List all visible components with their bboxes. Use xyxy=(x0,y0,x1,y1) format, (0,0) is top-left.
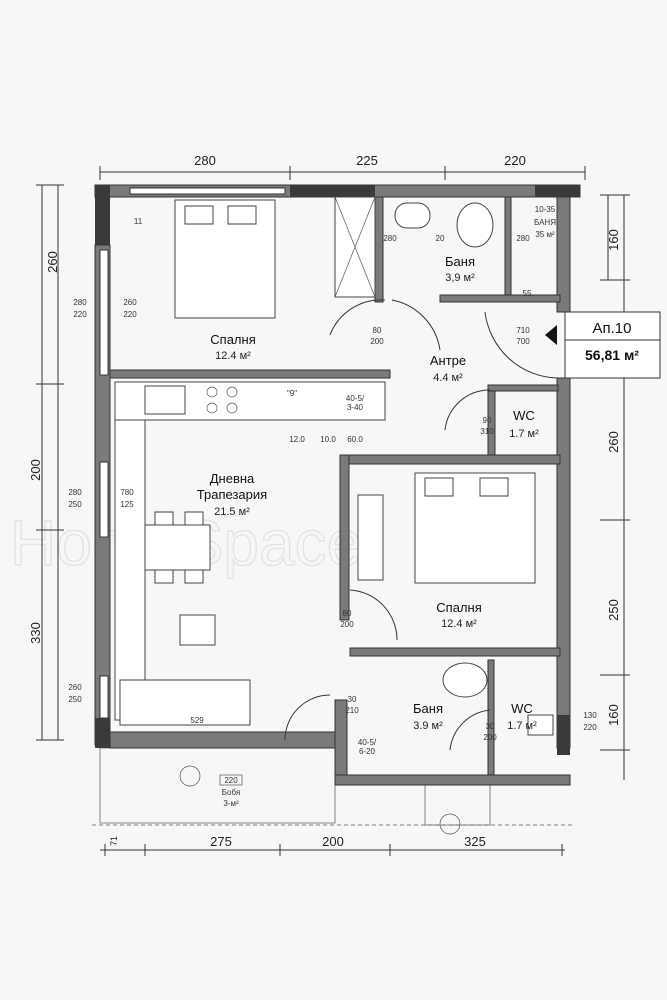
label-openings-6-bottom: 125 xyxy=(120,500,134,509)
balcony xyxy=(99,747,491,835)
label-openings-2-top: 80 xyxy=(373,326,382,335)
toilet xyxy=(456,202,494,248)
label-openings-8-bottom: 250 xyxy=(68,695,82,704)
entrance-arrow xyxy=(545,325,557,345)
label-openings-1-bottom: 220 xyxy=(123,310,137,319)
label-openings-8-top: 260 xyxy=(68,683,82,692)
dim-bottom-3: 200 xyxy=(322,834,344,849)
label-notes-k340: 3-40 xyxy=(347,403,364,412)
label-notes-b620: 6-20 xyxy=(359,747,376,756)
label-openings-3-top: 710 xyxy=(516,326,530,335)
label-openings-11-top: 130 xyxy=(583,711,597,720)
annotations: 11 280 20 280 55 10-35 БАНЯ 35 м² "9" 40… xyxy=(134,205,556,808)
label-notes-s529: 529 xyxy=(190,716,204,725)
room-bath-1-name: Баня xyxy=(445,254,475,269)
room-bath-2-area: 3.9 м² xyxy=(413,720,443,732)
room-bedroom-2-area: 12.4 м² xyxy=(441,618,477,630)
label-notes-small_bath_area: 35 м² xyxy=(535,230,555,239)
room-labels: Спалня 12.4 м² Баня 3,9 м² Антре 4.4 м² … xyxy=(197,254,539,732)
label-notes-m12: 12.0 xyxy=(289,435,305,444)
dim-left-1: 260 xyxy=(45,251,60,273)
label-openings-1-top: 260 xyxy=(123,298,137,307)
room-bedroom-2-name: Спалня xyxy=(436,600,481,615)
room-bath-1-area: 3,9 м² xyxy=(445,272,475,284)
dim-left-2: 200 xyxy=(28,459,43,481)
sink xyxy=(394,202,431,229)
label-notes-balcony_area: 3-м² xyxy=(223,799,239,808)
label-openings-10-bottom: 200 xyxy=(483,733,497,742)
label-openings-4-bottom: 310 xyxy=(480,427,494,436)
room-wc-1-area: 1.7 м² xyxy=(509,428,539,440)
room-hall-area: 4.4 м² xyxy=(433,372,463,384)
furniture xyxy=(114,196,558,751)
label-openings-9-bottom: 210 xyxy=(345,706,359,715)
label-notes-b280b: 280 xyxy=(516,234,530,243)
room-bedroom-1-name: Спалня xyxy=(210,332,255,347)
label-notes-n11: 11 xyxy=(134,217,143,226)
apartment-number: Ап.10 xyxy=(593,320,632,337)
dim-left-3: 330 xyxy=(28,622,43,644)
dim-bottom-1: 71 xyxy=(109,836,119,846)
label-openings-7-bottom: 200 xyxy=(340,620,354,629)
label-openings-10-top: 30 xyxy=(486,722,495,731)
dim-right-4: 160 xyxy=(606,704,621,726)
walls xyxy=(94,184,581,786)
label-openings-4-top: 90 xyxy=(483,416,492,425)
label-openings-5-bottom: 250 xyxy=(68,500,82,509)
apartment-label: Ап.10 56,81 м² xyxy=(564,311,661,379)
label-notes-balcony_name: Бобя xyxy=(222,788,240,797)
room-hall-name: Антре xyxy=(430,353,466,368)
label-openings-3-bottom: 700 xyxy=(516,337,530,346)
apartment-area: 56,81 м² xyxy=(585,347,639,363)
label-openings-6-top: 780 xyxy=(120,488,134,497)
label-notes-balcony_box: 220 xyxy=(224,776,238,785)
label-openings-11-bottom: 220 xyxy=(583,723,597,732)
dim-bottom-4: 325 xyxy=(464,834,486,849)
dining-table xyxy=(144,524,211,571)
label-notes-b55: 55 xyxy=(523,289,532,298)
room-bath-2-name: Баня xyxy=(413,701,443,716)
room-living-name-2: Трапезария xyxy=(197,487,267,502)
dim-right-1: 160 xyxy=(606,229,621,251)
label-notes-small_bath: БАНЯ xyxy=(534,218,556,227)
label-notes-k9: "9" xyxy=(287,389,297,398)
dim-right-3: 250 xyxy=(606,599,621,621)
room-living-name: Дневна xyxy=(210,471,255,486)
label-openings-0-top: 280 xyxy=(73,298,87,307)
dim-right-2: 260 xyxy=(606,431,621,453)
room-wc-1-name: WC xyxy=(513,408,535,423)
room-wc-2-area: 1.7 м² xyxy=(507,720,537,732)
label-notes-small_bath_dim: 10-35 xyxy=(535,205,556,214)
label-openings-5-top: 280 xyxy=(68,488,82,497)
room-bedroom-1-area: 12.4 м² xyxy=(215,350,251,362)
dim-top-3: 220 xyxy=(504,153,526,168)
label-openings-7-top: 80 xyxy=(343,609,352,618)
label-notes-m10: 10.0 xyxy=(320,435,336,444)
dim-top-1: 280 xyxy=(194,153,216,168)
label-openings-2-bottom: 200 xyxy=(370,337,384,346)
label-notes-m60: 60.0 xyxy=(347,435,363,444)
room-wc-2-name: WC xyxy=(511,701,533,716)
label-notes-b20: 20 xyxy=(436,234,445,243)
dimension-lines xyxy=(36,166,630,856)
dim-top-2: 225 xyxy=(356,153,378,168)
label-notes-b280: 280 xyxy=(383,234,397,243)
label-notes-b405: 40-5/ xyxy=(358,738,377,747)
label-notes-k405: 40-5/ xyxy=(346,394,365,403)
label-openings-9-top: 30 xyxy=(348,695,357,704)
label-openings-0-bottom: 220 xyxy=(73,310,87,319)
dim-bottom-2: 275 xyxy=(210,834,232,849)
room-living-area: 21.5 м² xyxy=(214,506,250,518)
sofa xyxy=(119,679,251,726)
